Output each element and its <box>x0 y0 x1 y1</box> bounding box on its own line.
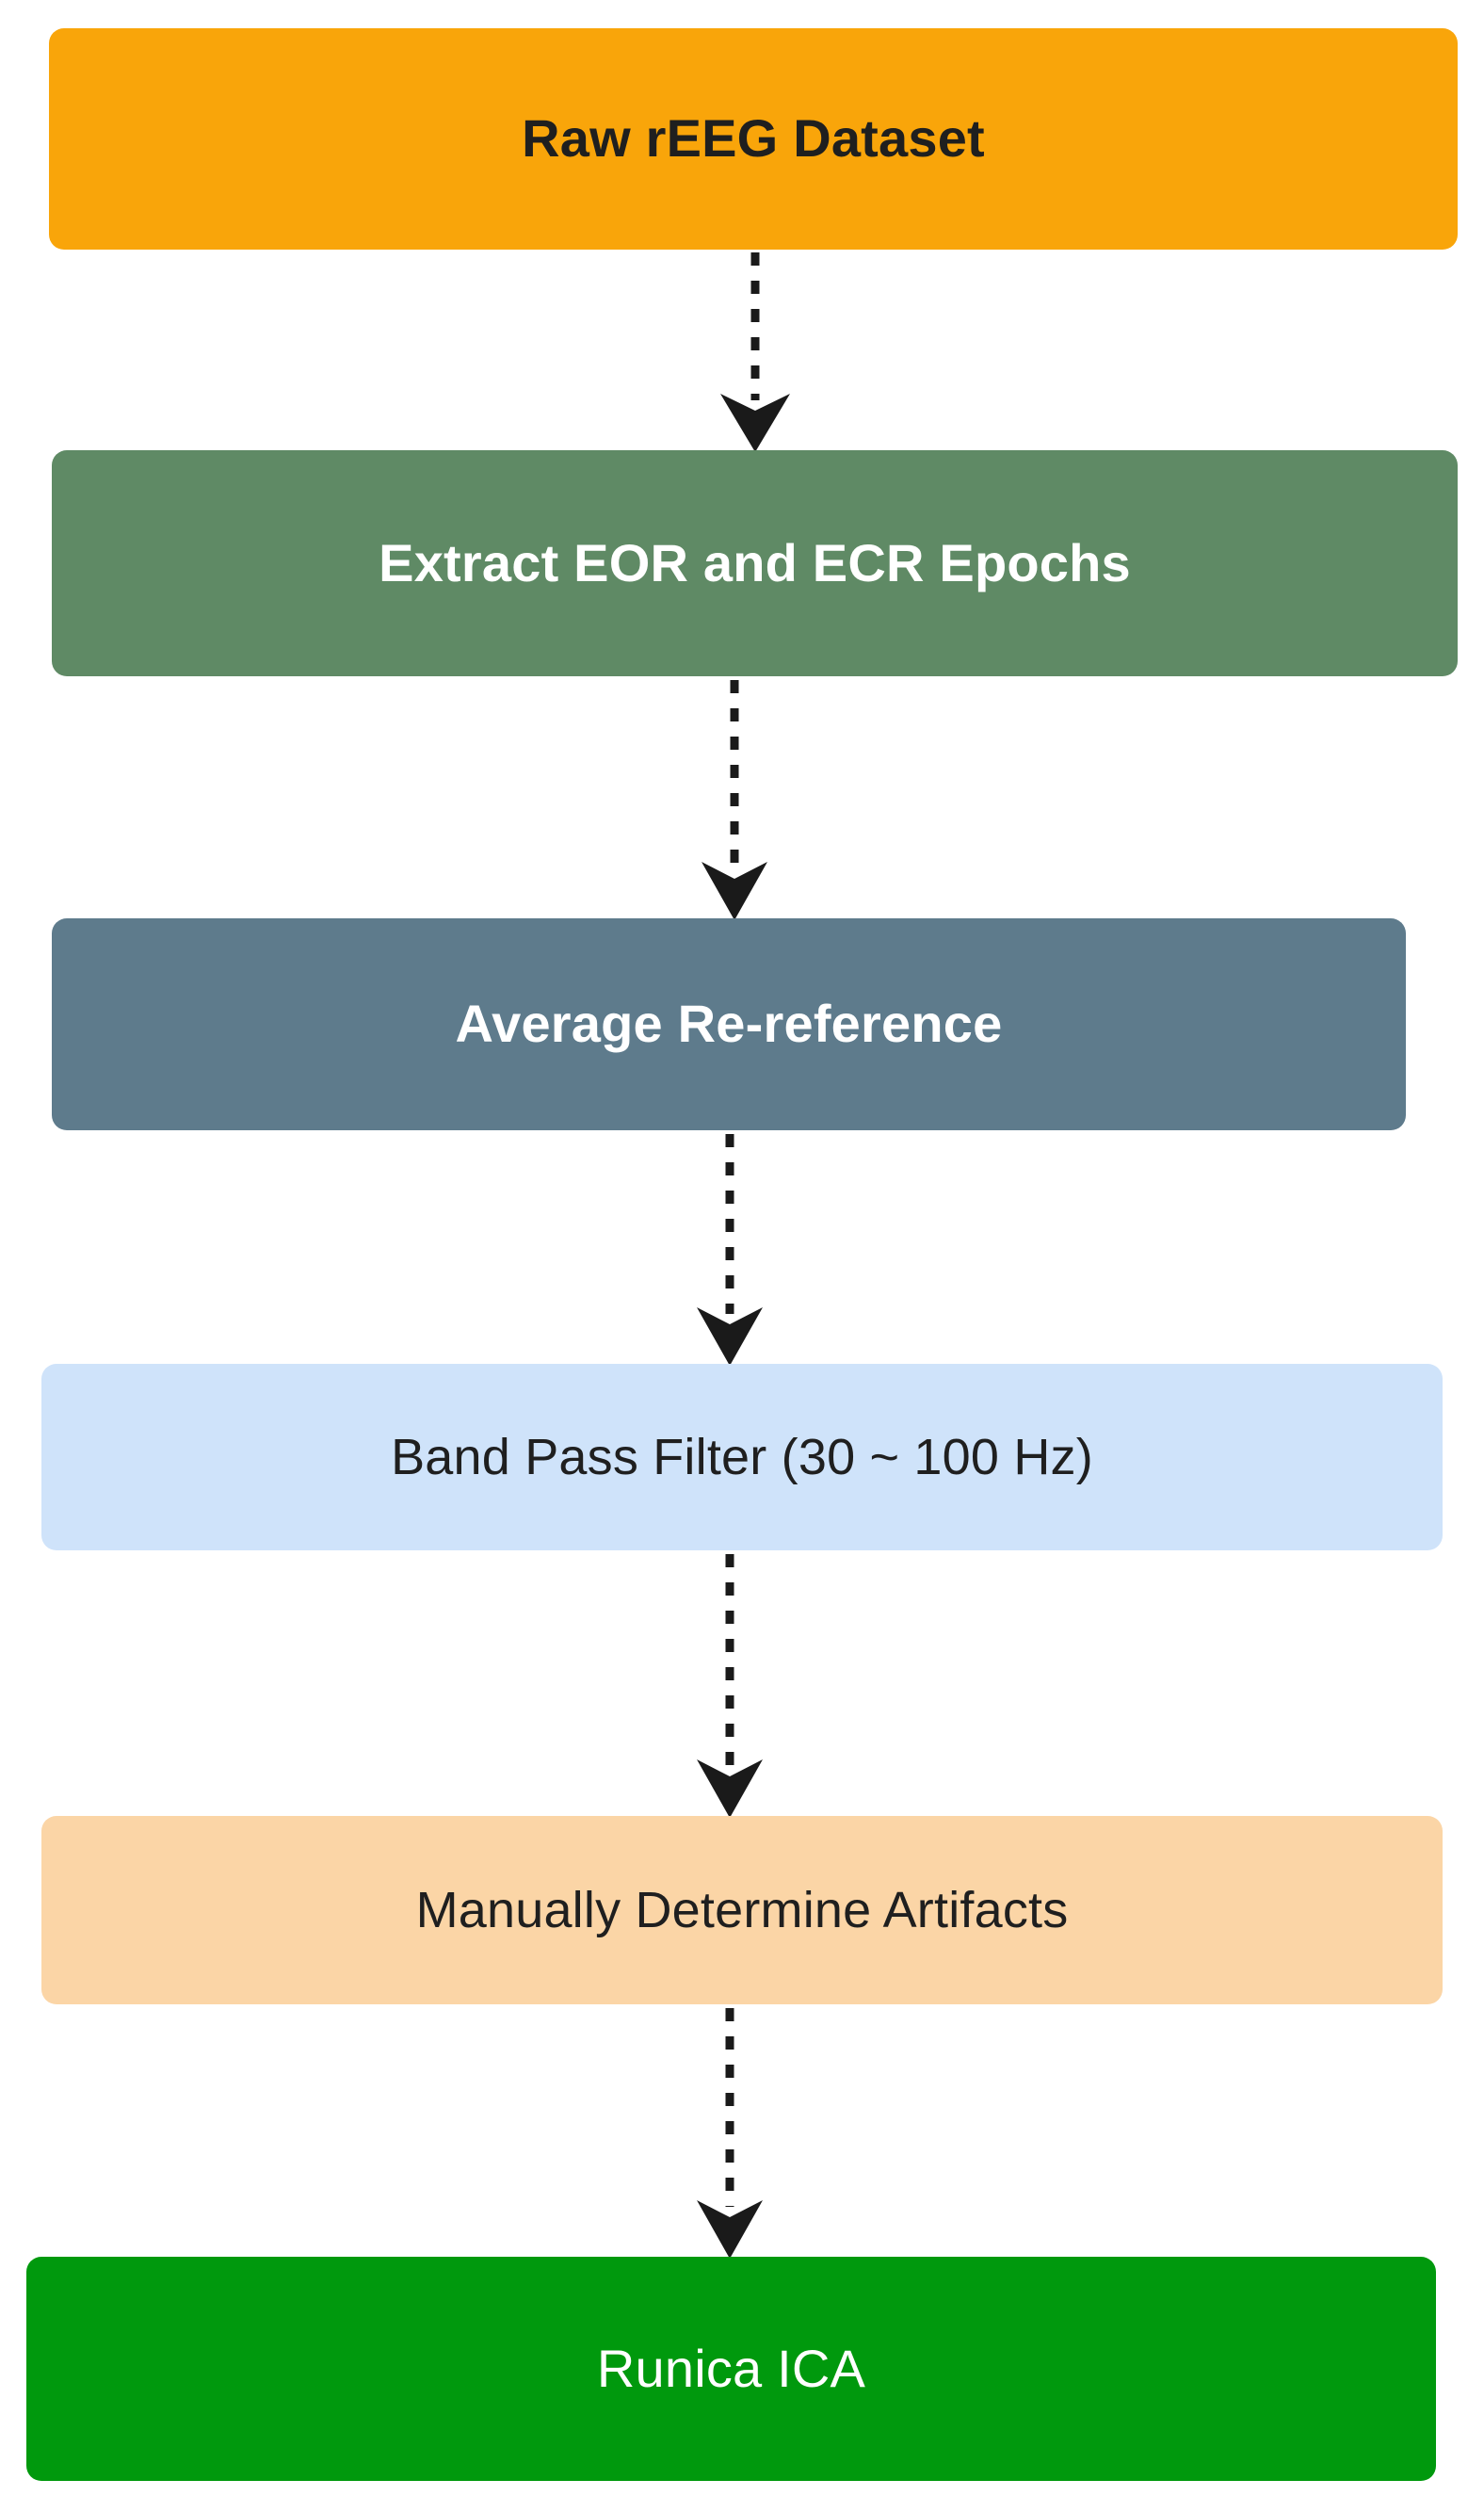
edge-3-arrowhead <box>697 1307 763 1366</box>
edge-4-group <box>697 1554 763 1818</box>
node-band-pass-filter[interactable]: Band Pass Filter (30 ~ 100 Hz) <box>41 1364 1443 1550</box>
node-label-extract-eor-ecr-epochs: Extract EOR and ECR Epochs <box>379 532 1131 592</box>
node-extract-eor-ecr-epochs[interactable]: Extract EOR and ECR Epochs <box>52 450 1458 676</box>
edge-2-group <box>702 680 767 920</box>
node-average-re-reference[interactable]: Average Re-reference <box>52 918 1406 1130</box>
edge-4-arrowhead <box>697 1759 763 1818</box>
edge-2-arrowhead <box>702 862 767 920</box>
edge-5-group <box>697 2008 763 2259</box>
edge-5-arrowhead <box>697 2200 763 2259</box>
node-runica-ica[interactable]: Runica ICA <box>26 2257 1436 2481</box>
node-raw-reeg-dataset[interactable]: Raw rEEG Dataset <box>49 28 1458 250</box>
node-label-manually-determine-artifacts: Manually Determine Artifacts <box>415 1881 1069 1938</box>
node-label-runica-ica: Runica ICA <box>596 2338 866 2398</box>
node-manually-determine-artifacts[interactable]: Manually Determine Artifacts <box>41 1816 1443 2004</box>
node-label-raw-reeg-dataset: Raw rEEG Dataset <box>522 108 985 169</box>
node-label-average-re-reference: Average Re-reference <box>455 994 1003 1054</box>
edge-3-group <box>697 1134 763 1366</box>
node-label-band-pass-filter: Band Pass Filter (30 ~ 100 Hz) <box>391 1428 1093 1485</box>
edge-1-group <box>720 252 790 452</box>
edge-1-arrowhead <box>720 394 790 452</box>
